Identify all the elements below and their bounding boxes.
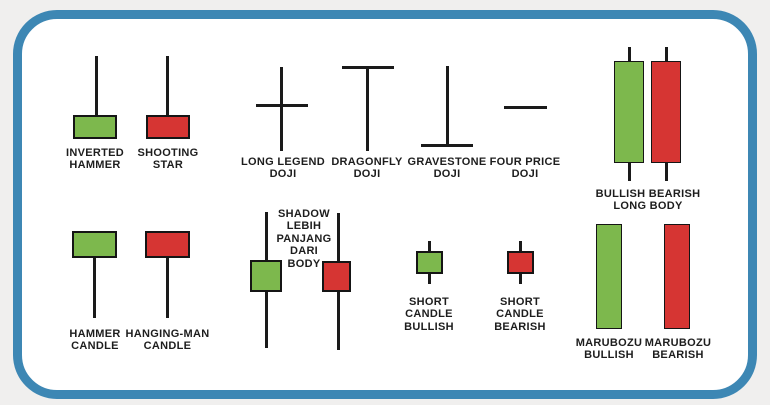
pattern-label: BULLISH BEARISH LONG BODY	[595, 188, 701, 213]
shadow-annotation: SHADOW LEBIH PANJANG DARI BODY	[276, 208, 332, 270]
bearish-candle-body	[507, 251, 534, 274]
bullish-candle-body	[416, 251, 443, 274]
pattern-label: MARUBOZU BEARISH	[644, 337, 712, 362]
bearish-candle-body	[146, 115, 190, 139]
lower-wick	[93, 256, 96, 318]
bullish-candle-body	[596, 224, 622, 329]
pattern-label: DRAGONFLY DOJI	[331, 156, 403, 181]
doji-vertical-line	[280, 67, 283, 151]
pattern-label: SHOOTING STAR	[137, 147, 199, 172]
pattern-label: HANGING-MAN CANDLE	[125, 328, 210, 353]
pattern-label: HAMMER CANDLE	[69, 328, 121, 353]
bearish-candle-body	[145, 231, 190, 258]
bearish-candle-body	[322, 261, 351, 292]
upper-wick	[95, 56, 98, 118]
upper-wick	[166, 56, 169, 118]
bullish-candle-body	[614, 61, 644, 163]
lower-wick	[166, 256, 169, 318]
pattern-label: FOUR PRICE DOJI	[489, 156, 561, 181]
pattern-label: SHORT CANDLE BULLISH	[404, 296, 454, 333]
doji-vertical-line	[446, 66, 449, 147]
pattern-label: SHORT CANDLE BEARISH	[494, 296, 546, 333]
doji-horizontal-line	[256, 104, 308, 107]
doji-vertical-line	[366, 66, 369, 151]
bullish-candle-body	[73, 115, 117, 139]
bearish-candle-body	[651, 61, 681, 163]
pattern-label: LONG LEGEND DOJI	[241, 156, 325, 181]
bullish-candle-body	[72, 231, 117, 258]
pattern-label: INVERTED HAMMER	[65, 147, 125, 172]
doji-horizontal-line	[504, 106, 547, 109]
pattern-label: GRAVESTONE DOJI	[407, 156, 487, 181]
pattern-label: MARUBOZU BULLISH	[575, 337, 643, 362]
bullish-candle-body	[250, 260, 282, 292]
doji-bottom-line	[421, 144, 473, 147]
bearish-candle-body	[664, 224, 690, 329]
